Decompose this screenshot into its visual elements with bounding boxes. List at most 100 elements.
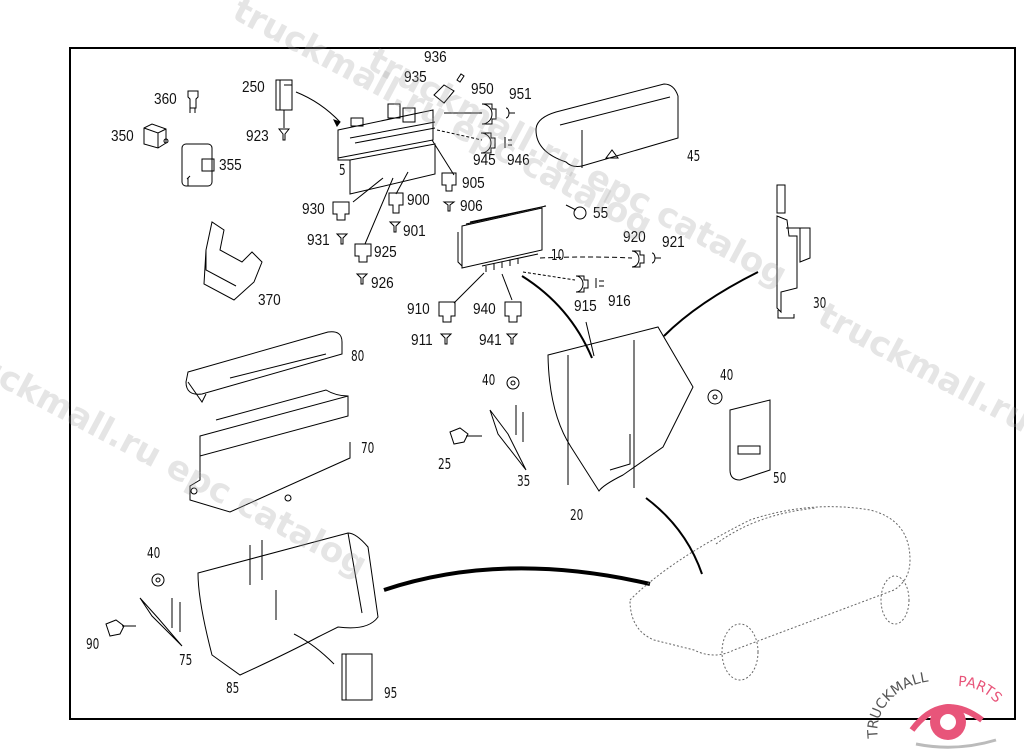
callout-901: 901 (403, 223, 426, 240)
callout-945: 945 (473, 152, 496, 169)
part-935-connector[interactable] (433, 84, 455, 104)
callout-920: 920 (623, 229, 646, 246)
callout-250: 250 (242, 79, 265, 96)
part-911-terminal[interactable] (439, 333, 453, 345)
callout-906: 906 (460, 198, 483, 215)
callout-10: 10 (551, 246, 565, 264)
callout-946: 946 (507, 152, 530, 169)
part-936-terminal[interactable] (456, 73, 465, 83)
callout-90: 90 (86, 635, 100, 653)
callout-940: 940 (473, 301, 496, 318)
callout-930: 930 (302, 201, 325, 218)
part-916-terminal[interactable] (595, 278, 604, 288)
part-906-terminal[interactable] (442, 201, 456, 212)
part-910-connector[interactable] (438, 301, 456, 323)
part-40-clip-c[interactable] (151, 573, 165, 587)
part-70-housing[interactable] (189, 389, 351, 513)
part-45-cover[interactable] (535, 83, 679, 168)
callout-926: 926 (371, 275, 394, 292)
part-30-bracket[interactable] (776, 184, 811, 319)
callout-951: 951 (509, 86, 532, 103)
callout-40-bottom: 40 (147, 544, 161, 562)
part-50-plate[interactable] (729, 399, 771, 481)
part-25-connector[interactable] (449, 427, 482, 445)
part-900-connector[interactable] (388, 192, 404, 214)
arrow-85-to-vehicle (383, 566, 651, 592)
part-350-relay[interactable] (143, 123, 169, 149)
part-940-connector[interactable] (504, 301, 522, 323)
callout-30: 30 (813, 294, 827, 312)
callout-40-right: 40 (720, 366, 734, 384)
callout-40-left: 40 (482, 371, 496, 389)
diagram-frame (69, 47, 1016, 720)
part-360-fuse[interactable] (187, 90, 199, 113)
part-931-terminal[interactable] (335, 233, 349, 245)
callout-900: 900 (407, 192, 430, 209)
part-40-clip-b[interactable] (707, 389, 723, 405)
part-355-relay[interactable] (181, 143, 215, 187)
callout-915: 915 (574, 298, 597, 315)
callout-55: 55 (593, 205, 609, 222)
part-923-terminal[interactable] (277, 128, 291, 141)
part-946-terminal[interactable] (504, 137, 512, 148)
callout-950: 950 (471, 81, 494, 98)
callout-80: 80 (351, 347, 365, 365)
part-920-connector[interactable] (631, 250, 645, 268)
part-925-connector[interactable] (354, 243, 372, 263)
part-915-connector[interactable] (575, 275, 589, 293)
callout-95: 95 (384, 684, 398, 702)
callout-923: 923 (246, 128, 269, 145)
callout-45: 45 (687, 147, 701, 165)
callout-70: 70 (361, 439, 375, 457)
callout-905: 905 (462, 175, 485, 192)
callout-50: 50 (773, 469, 787, 487)
part-80-lid[interactable] (185, 331, 343, 403)
arrow-20-to-vehicle (645, 497, 703, 575)
part-90-connector[interactable] (105, 619, 136, 637)
part-945-connector[interactable] (480, 132, 496, 154)
part-905-connector[interactable] (441, 172, 457, 192)
part-921-terminal[interactable] (651, 252, 661, 264)
logo-text-right: PARTS (958, 674, 1005, 706)
part-950-connector[interactable] (481, 103, 497, 125)
logo-text-left: TRUCKMALL (865, 670, 929, 740)
part-370-bracket[interactable] (203, 221, 263, 301)
callout-20: 20 (570, 506, 584, 524)
callout-355: 355 (219, 157, 242, 174)
truckmall-parts-logo: TRUCKMALL PARTS (858, 660, 1018, 750)
callout-916: 916 (608, 293, 631, 310)
arrow-95-to-85 (293, 633, 335, 665)
gear-logo-icon: TRUCKMALL PARTS (865, 670, 1005, 749)
callout-350: 350 (111, 128, 134, 145)
callout-936: 936 (424, 49, 447, 66)
part-35-spring-clip[interactable] (489, 405, 527, 471)
part-250-connector[interactable] (275, 79, 293, 128)
part-951-terminal[interactable] (505, 107, 515, 119)
callout-360: 360 (154, 91, 177, 108)
callout-931: 931 (307, 232, 330, 249)
callout-921: 921 (662, 234, 685, 251)
part-5-fuse-box[interactable] (337, 103, 436, 195)
part-20-housing[interactable] (547, 321, 694, 492)
callout-935: 935 (404, 69, 427, 86)
part-941-terminal[interactable] (505, 333, 519, 345)
callout-85: 85 (226, 679, 240, 697)
arrow-30-to-20 (663, 271, 759, 337)
part-95-module[interactable] (341, 653, 373, 701)
vehicle-outline (629, 506, 911, 681)
callout-910: 910 (407, 301, 430, 318)
part-901-terminal[interactable] (388, 221, 402, 233)
part-926-terminal[interactable] (355, 273, 369, 285)
part-75-spring-clip[interactable] (139, 597, 183, 647)
callout-5: 5 (339, 161, 346, 179)
callout-941: 941 (479, 332, 502, 349)
part-40-clip-a[interactable] (506, 376, 520, 390)
part-85-lower-housing[interactable] (197, 532, 379, 676)
callout-911: 911 (411, 332, 433, 349)
part-930-connector[interactable] (332, 201, 350, 221)
part-10-control-module[interactable] (457, 205, 547, 272)
arrow-250-to-5 (295, 91, 341, 123)
part-55-screw[interactable] (565, 204, 587, 220)
